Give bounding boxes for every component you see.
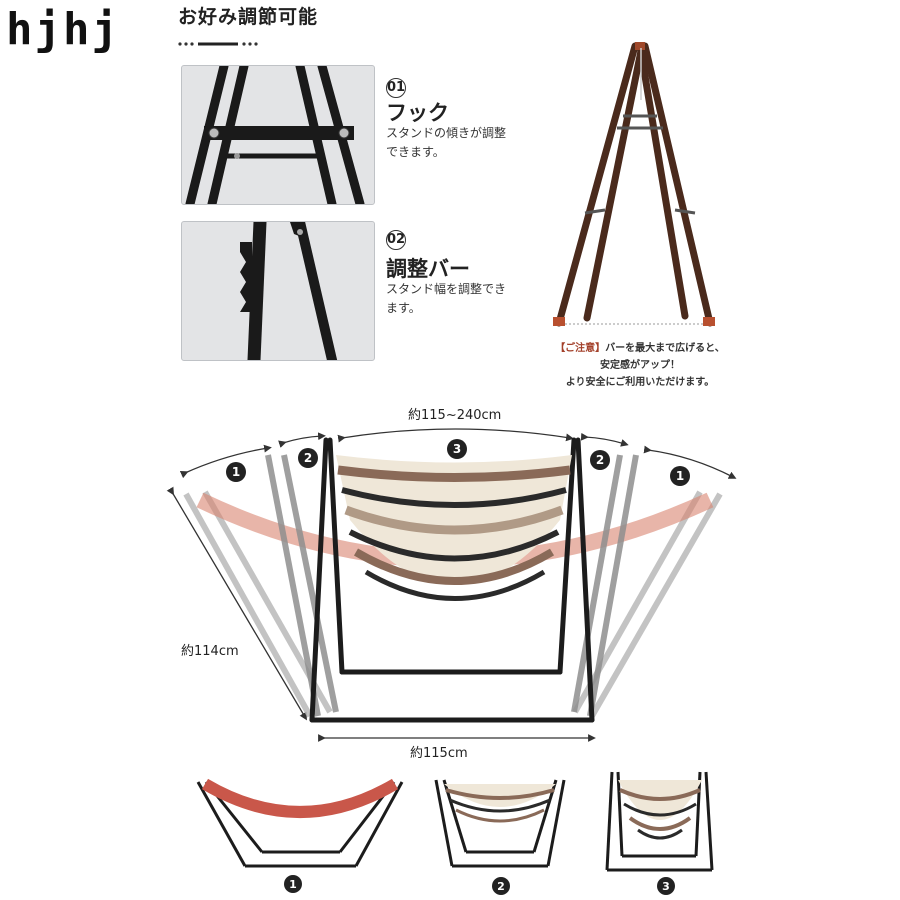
feature-desc-adjust-bar-line2: ます。	[386, 301, 421, 315]
thumbnail-label-1: 1	[289, 878, 297, 891]
thumbnail-narrow-setting	[605, 771, 714, 872]
hook-closeup-photo	[181, 65, 375, 205]
caution-line2: 安定感がアップ！	[600, 360, 680, 371]
section-title: お好み調節可能	[178, 6, 319, 28]
thumbnail-label-2: 2	[497, 880, 505, 893]
feature-desc-hook-line1: スタンドの傾きが調整	[386, 126, 507, 140]
marker-2-right: 2	[596, 453, 604, 467]
feature-number-02: 02	[386, 230, 406, 250]
marker-1-right: 1	[676, 469, 684, 483]
thumbnail-label-3: 3	[662, 880, 670, 893]
feature-desc-adjust-bar-line1: スタンド幅を調整でき	[386, 282, 507, 296]
caution-line1: バーを最大まで広げると、	[605, 343, 725, 354]
hook-closeup-illustration	[185, 66, 365, 204]
caution-tag: 【ご注意】	[555, 343, 606, 354]
marker-1-left: 1	[232, 465, 240, 479]
feature-title-adjust-bar: 調整バー	[386, 257, 470, 281]
marker-3-center: 3	[453, 442, 461, 456]
thumbnail-medium-setting	[434, 779, 566, 868]
dimension-top-width: 約115~240cm	[408, 408, 502, 423]
stand-side-view-illustration	[553, 42, 715, 327]
title-underline-decoration	[178, 42, 258, 46]
feature-number-01: 01	[386, 78, 406, 98]
marker-2-left: 2	[304, 451, 312, 465]
caution-note: 【ご注意】バーを最大まで広げると、 安定感がアップ！ より安全にご利用いただけま…	[520, 340, 760, 391]
adjust-bar-closeup-photo	[181, 221, 375, 361]
adjust-bar-closeup-illustration	[240, 222, 338, 360]
thumbnail-wide-setting	[196, 778, 404, 868]
caution-line3: より安全にご利用いただけます。	[565, 377, 715, 388]
feature-title-hook: フック	[386, 101, 449, 125]
dimension-base-width: 約115cm	[410, 746, 468, 761]
feature-desc-hook-line2: できます。	[386, 145, 445, 159]
brand-logo: hjhj	[6, 4, 120, 55]
